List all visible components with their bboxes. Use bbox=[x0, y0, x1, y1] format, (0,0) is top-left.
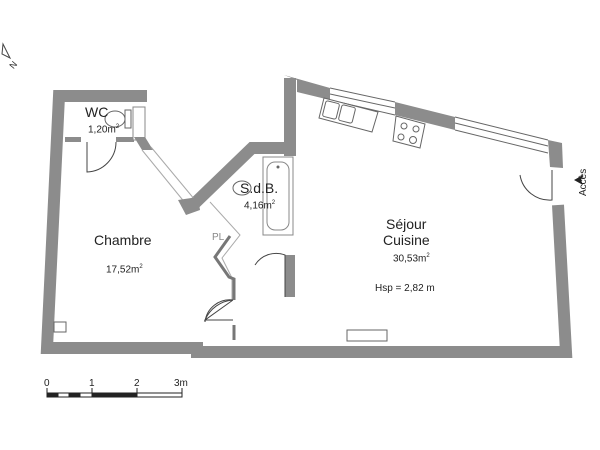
exterior-walls bbox=[40, 78, 573, 358]
cooktop-icon bbox=[392, 115, 426, 149]
room-name-chambre: Chambre bbox=[94, 232, 152, 248]
scale-label-0: 0 bbox=[44, 378, 50, 389]
room-area-wc: 1,20m2 bbox=[88, 124, 120, 136]
room-name-cuisine: Cuisine bbox=[383, 232, 430, 248]
room-name-wc: WC bbox=[85, 104, 109, 120]
washbasin-icon bbox=[232, 180, 252, 196]
access-arrow-icon bbox=[574, 175, 583, 185]
doors bbox=[86, 141, 553, 323]
radiator bbox=[346, 329, 388, 342]
partitions bbox=[141, 146, 241, 300]
room-area-sdb: 4,16m2 bbox=[244, 200, 276, 212]
room-area-chambre: 17,52m2 bbox=[106, 264, 143, 276]
scale-label-1: 1 bbox=[89, 378, 95, 389]
access-label: Accès bbox=[578, 168, 589, 196]
room-name-sdb: S.d.B. bbox=[240, 180, 279, 196]
ceiling-height: Hsp = 2,82 m bbox=[375, 283, 435, 294]
scale-label-2: 2 bbox=[134, 378, 140, 389]
scale-bar bbox=[46, 388, 183, 398]
north-arrow-icon bbox=[1, 42, 12, 60]
partition-solid bbox=[213, 235, 236, 340]
wc-walls bbox=[65, 106, 153, 150]
pillar bbox=[178, 197, 200, 215]
scale-label-3: 3m bbox=[174, 378, 188, 389]
room-name-sejour: Séjour bbox=[386, 216, 427, 232]
closet-label: PL bbox=[212, 232, 225, 243]
sdb-wall bbox=[285, 255, 295, 297]
room-area-sejour: 30,53m2 bbox=[393, 253, 430, 265]
sink-icon bbox=[318, 97, 379, 133]
bathtub bbox=[262, 156, 294, 236]
kitchen-wall bbox=[284, 75, 563, 168]
